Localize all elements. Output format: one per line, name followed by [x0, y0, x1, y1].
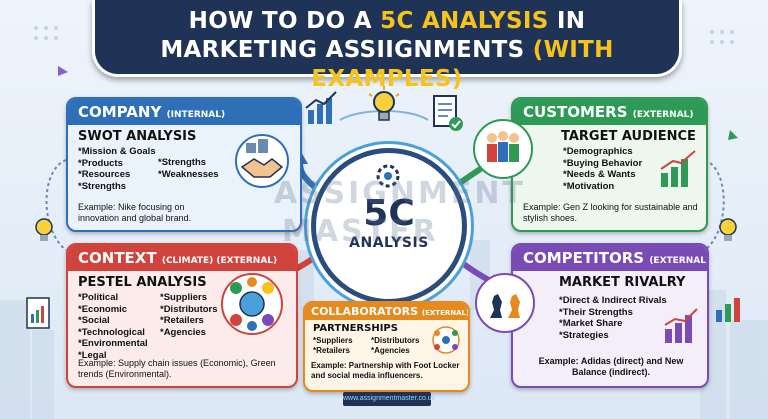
competitors-tag: (EXTERNAL) [649, 256, 709, 266]
company-subtitle: SWOT ANALYSIS [78, 129, 197, 144]
list-item: *Mission & Goals [78, 146, 156, 157]
title-line1-highlight: 5C ANALYSIS [380, 8, 549, 34]
lightbulb-right-icon [719, 218, 737, 241]
competitors-header-label: COMPETITORS [523, 249, 645, 267]
list-item: *Legal [78, 349, 107, 361]
collaborators-card: COLLABORATORS (EXTERNAL) PARTNERSHIPS *S… [303, 301, 470, 392]
competitors-example: Example: Adidas (direct) and New Balance… [538, 356, 684, 377]
context-list-col1: *Political *Economic *Social *Technologi… [78, 292, 148, 361]
center-5c-circle: 5C ANALYSIS [311, 148, 467, 304]
list-item: *Agencies [371, 346, 410, 355]
handshake-icon [235, 134, 289, 188]
company-list-col1: *Mission & Goals *Products *Resources *S… [78, 146, 156, 192]
context-header: CONTEXT (CLIMATE) (EXTERNAL) [68, 245, 296, 271]
list-item: *Strengths [78, 180, 127, 192]
competitors-card: COMPETITORS (EXTERNAL) MARKET RIVALRY *D… [511, 243, 709, 388]
list-item: *Market Share [559, 318, 623, 329]
collaborators-tag: (EXTERNAL) [421, 309, 470, 317]
list-item: *Buying Behavior [563, 157, 643, 169]
chess-pieces-icon [475, 273, 535, 333]
customers-header-label: CUSTOMERS [523, 103, 628, 121]
collaborators-list-col1: *Suppliers *Retailers [313, 336, 353, 356]
network-icon [432, 326, 460, 354]
list-item: *Political [78, 292, 119, 303]
competitors-list: *Direct & Indirect Rivals *Their Strengt… [559, 295, 667, 341]
competitors-header: COMPETITORS (EXTERNAL) [513, 245, 707, 271]
pestel-globe-icon [221, 273, 283, 335]
watermark-line2: MASTER [282, 214, 439, 249]
list-item: *Retailers [160, 315, 204, 326]
list-item: *Agencies [160, 326, 206, 338]
list-item: *Environmental [78, 338, 148, 349]
list-item: *Distributors [160, 303, 218, 315]
collaborators-header: COLLABORATORS (EXTERNAL) [305, 303, 468, 320]
context-subtitle: PESTEL ANALYSIS [78, 275, 207, 290]
collaborators-subtitle: PARTNERSHIPS [313, 323, 398, 334]
collaborators-example: Example: Partnership with Foot Locker an… [311, 361, 460, 380]
list-item: *Direct & Indirect Rivals [559, 295, 667, 306]
center-title: 5C [363, 193, 415, 234]
customers-tag: (EXTERNAL) [632, 110, 694, 120]
list-item: *Technological [78, 326, 145, 338]
list-item: *Distributors [371, 336, 420, 345]
list-item: *Weaknesses [158, 168, 219, 180]
growth-bar-chart-icon [660, 150, 696, 187]
report-document-icon [26, 297, 50, 329]
lightbulb-icon [368, 86, 400, 121]
list-item: *Suppliers [160, 292, 207, 303]
list-item: *Resources [78, 169, 131, 180]
company-header-label: COMPANY [78, 103, 162, 121]
list-item: *Their Strengths [559, 306, 633, 318]
title-line1-c: IN [548, 8, 586, 34]
customers-card: CUSTOMERS (EXTERNAL) TARGET AUDIENCE *De… [511, 97, 708, 232]
title-line1-a: HOW TO DO A [188, 8, 381, 34]
list-item: *Social [78, 315, 110, 326]
growth-chart-icon [305, 91, 337, 124]
watermark-line1: ASSIGNMENT [274, 176, 526, 211]
list-item: *Retailers [313, 346, 350, 355]
gear-chart-icon [376, 164, 400, 188]
company-tag: (INTERNAL) [166, 110, 226, 120]
list-item: *Products [78, 157, 123, 169]
company-card: COMPANY (INTERNAL) SWOT ANALYSIS *Missio… [66, 97, 302, 232]
customers-header: CUSTOMERS (EXTERNAL) [513, 99, 706, 125]
context-header-label: CONTEXT [78, 249, 157, 267]
list-item: *Motivation [563, 180, 615, 192]
company-example: Example: Nike focusing on innovation and… [78, 202, 192, 223]
customers-example: Example: Gen Z looking for sustainable a… [523, 202, 698, 223]
title-line2-a: MARKETING ASSIIGNMENTS [160, 37, 533, 63]
company-header: COMPANY (INTERNAL) [68, 99, 300, 125]
list-item: *Strategies [559, 329, 609, 341]
context-list-col2: *Suppliers *Distributors *Retailers *Age… [160, 292, 218, 338]
list-item: *Strengths [158, 157, 207, 168]
title-line2-highlight: (WITH EXAMPLES) [311, 37, 614, 92]
bar-chart-icon [664, 308, 698, 343]
target-audience-people-icon [473, 119, 533, 179]
center-subtitle: ANALYSIS [349, 235, 429, 251]
context-tag: (CLIMATE) (EXTERNAL) [161, 256, 278, 266]
collaborators-header-label: COLLABORATORS [311, 305, 419, 318]
collaborators-list-col2: *Distributors *Agencies [371, 336, 419, 356]
footer-url: www.assignmentmaster.co.uk [343, 392, 435, 406]
list-item: *Needs & Wants [563, 169, 636, 180]
context-example: Example: Supply chain issues (Economic),… [78, 358, 276, 379]
list-item: *Economic [78, 303, 128, 315]
page-title: HOW TO DO A 5C ANALYSIS IN MARKETING ASS… [92, 0, 682, 92]
bar-chart-right-icon [716, 298, 740, 322]
customers-subtitle: TARGET AUDIENCE [561, 129, 696, 144]
competitors-subtitle: MARKET RIVALRY [559, 275, 686, 290]
list-item: *Suppliers [313, 336, 353, 345]
lightbulb-left-icon [35, 218, 53, 241]
checklist-document-icon [433, 95, 463, 131]
customers-list: *Demographics *Buying Behavior *Needs & … [563, 146, 642, 192]
company-list-col2: *Strengths *Weaknesses [158, 157, 219, 180]
list-item: *Demographics [563, 146, 633, 157]
